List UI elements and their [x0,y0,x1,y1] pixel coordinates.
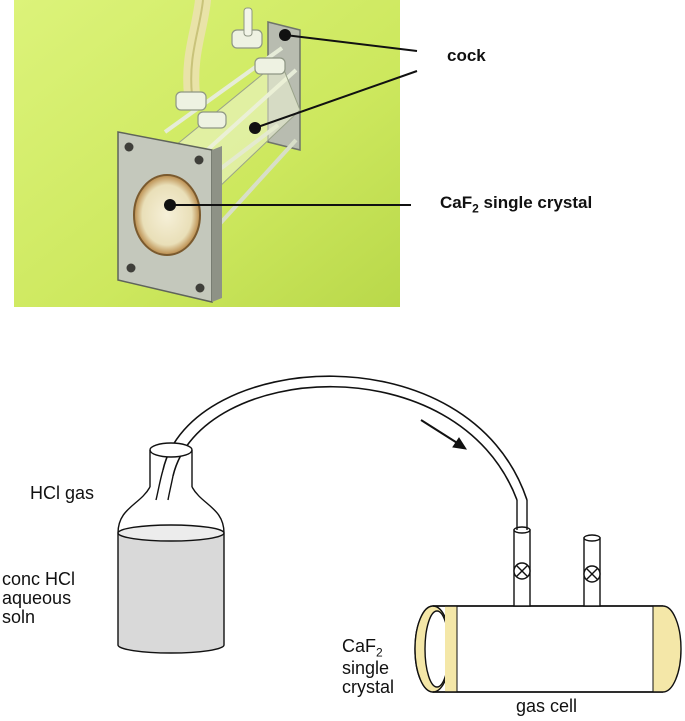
photo-screw-hole [195,283,205,293]
photo-tube-edge [190,0,204,96]
apparatus-schematic [117,375,682,693]
photo-cock [231,7,286,75]
label-cell-crystal-line: crystal [342,677,395,698]
label-cell-crystal-subscript: 2 [376,645,383,660]
photo-screw-hole [126,263,136,273]
photo-cock [175,91,227,129]
label-caf2-suffix: single crystal [478,193,593,212]
cell-stem-right [583,534,601,607]
label-solution-line: conc HCl [2,569,76,589]
gas-cell [414,605,682,693]
connecting-tube-inner [172,385,518,501]
label-cock: cock [447,46,486,65]
label-solution-line: soln [2,606,36,627]
connecting-tube-outer [162,375,528,501]
photo-screw-hole [124,142,134,152]
label-solution-line: aqueous [2,587,72,608]
photo-crystal-window [133,174,201,256]
callout-line [254,70,418,129]
liquid-surface [117,524,225,542]
label-cell-crystal-prefix: CaF [342,636,377,656]
flask [117,442,225,654]
gas-cell-photo [14,0,418,307]
photo-screw-hole [194,155,204,165]
callout-line [284,34,418,52]
label-cell-crystal: CaF2 single crystal [342,637,394,697]
label-caf2-single-crystal: CaF2 single crystal [440,194,592,215]
photo-front-plate-edge [212,146,222,302]
label-hcl-gas: HCl gas [30,483,95,503]
label-caf2-subscript: 2 [472,201,479,216]
label-cell-crystal-line: single [342,658,390,679]
label-caf2-prefix: CaF [440,193,473,212]
label-solution: conc HCl aqueous soln [2,570,75,627]
flow-arrow [420,419,468,450]
crystal-window-right [662,605,682,693]
label-gas-cell: gas cell [516,696,578,716]
cell-stem-left [513,526,531,607]
flask-liquid [118,533,224,645]
